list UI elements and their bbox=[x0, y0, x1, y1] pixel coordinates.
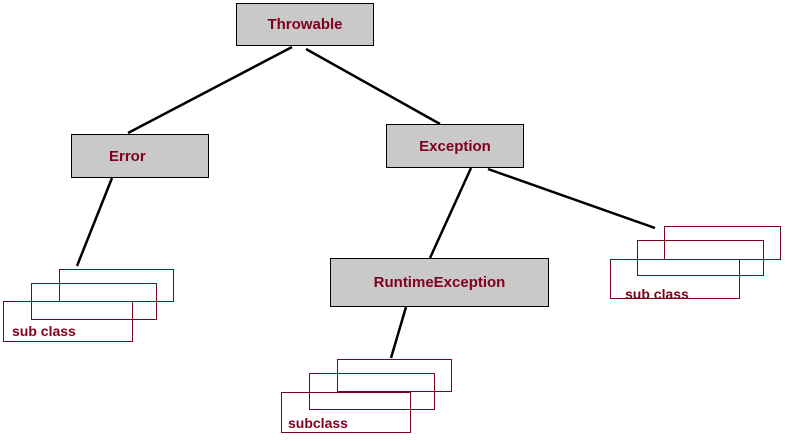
edge-throwable-error bbox=[127, 45, 293, 135]
runtime-subclass-label: subclass bbox=[288, 415, 348, 431]
runtime-subclass-box-middle bbox=[309, 373, 435, 410]
exception-subclass-box-front bbox=[610, 259, 740, 299]
error-subclass-box-front bbox=[3, 301, 133, 342]
error-subclass-label: sub class bbox=[12, 323, 76, 339]
edge-exception-subclass bbox=[487, 167, 656, 230]
runtime-subclass-box-back bbox=[337, 359, 452, 392]
exception-subclass-box-middle bbox=[637, 240, 764, 276]
exception-node: Exception bbox=[386, 124, 524, 168]
exception-subclass-label: sub class bbox=[625, 286, 689, 302]
edge-exception-runtime bbox=[428, 167, 473, 259]
edge-runtime-subclass bbox=[389, 306, 408, 359]
runtime-subclass-box-front bbox=[281, 392, 411, 433]
edge-error-subclass bbox=[75, 177, 114, 267]
runtime-exception-node: RuntimeException bbox=[330, 258, 549, 307]
error-node: Error bbox=[71, 134, 209, 178]
throwable-node: Throwable bbox=[236, 3, 374, 46]
edge-throwable-exception bbox=[305, 47, 441, 126]
